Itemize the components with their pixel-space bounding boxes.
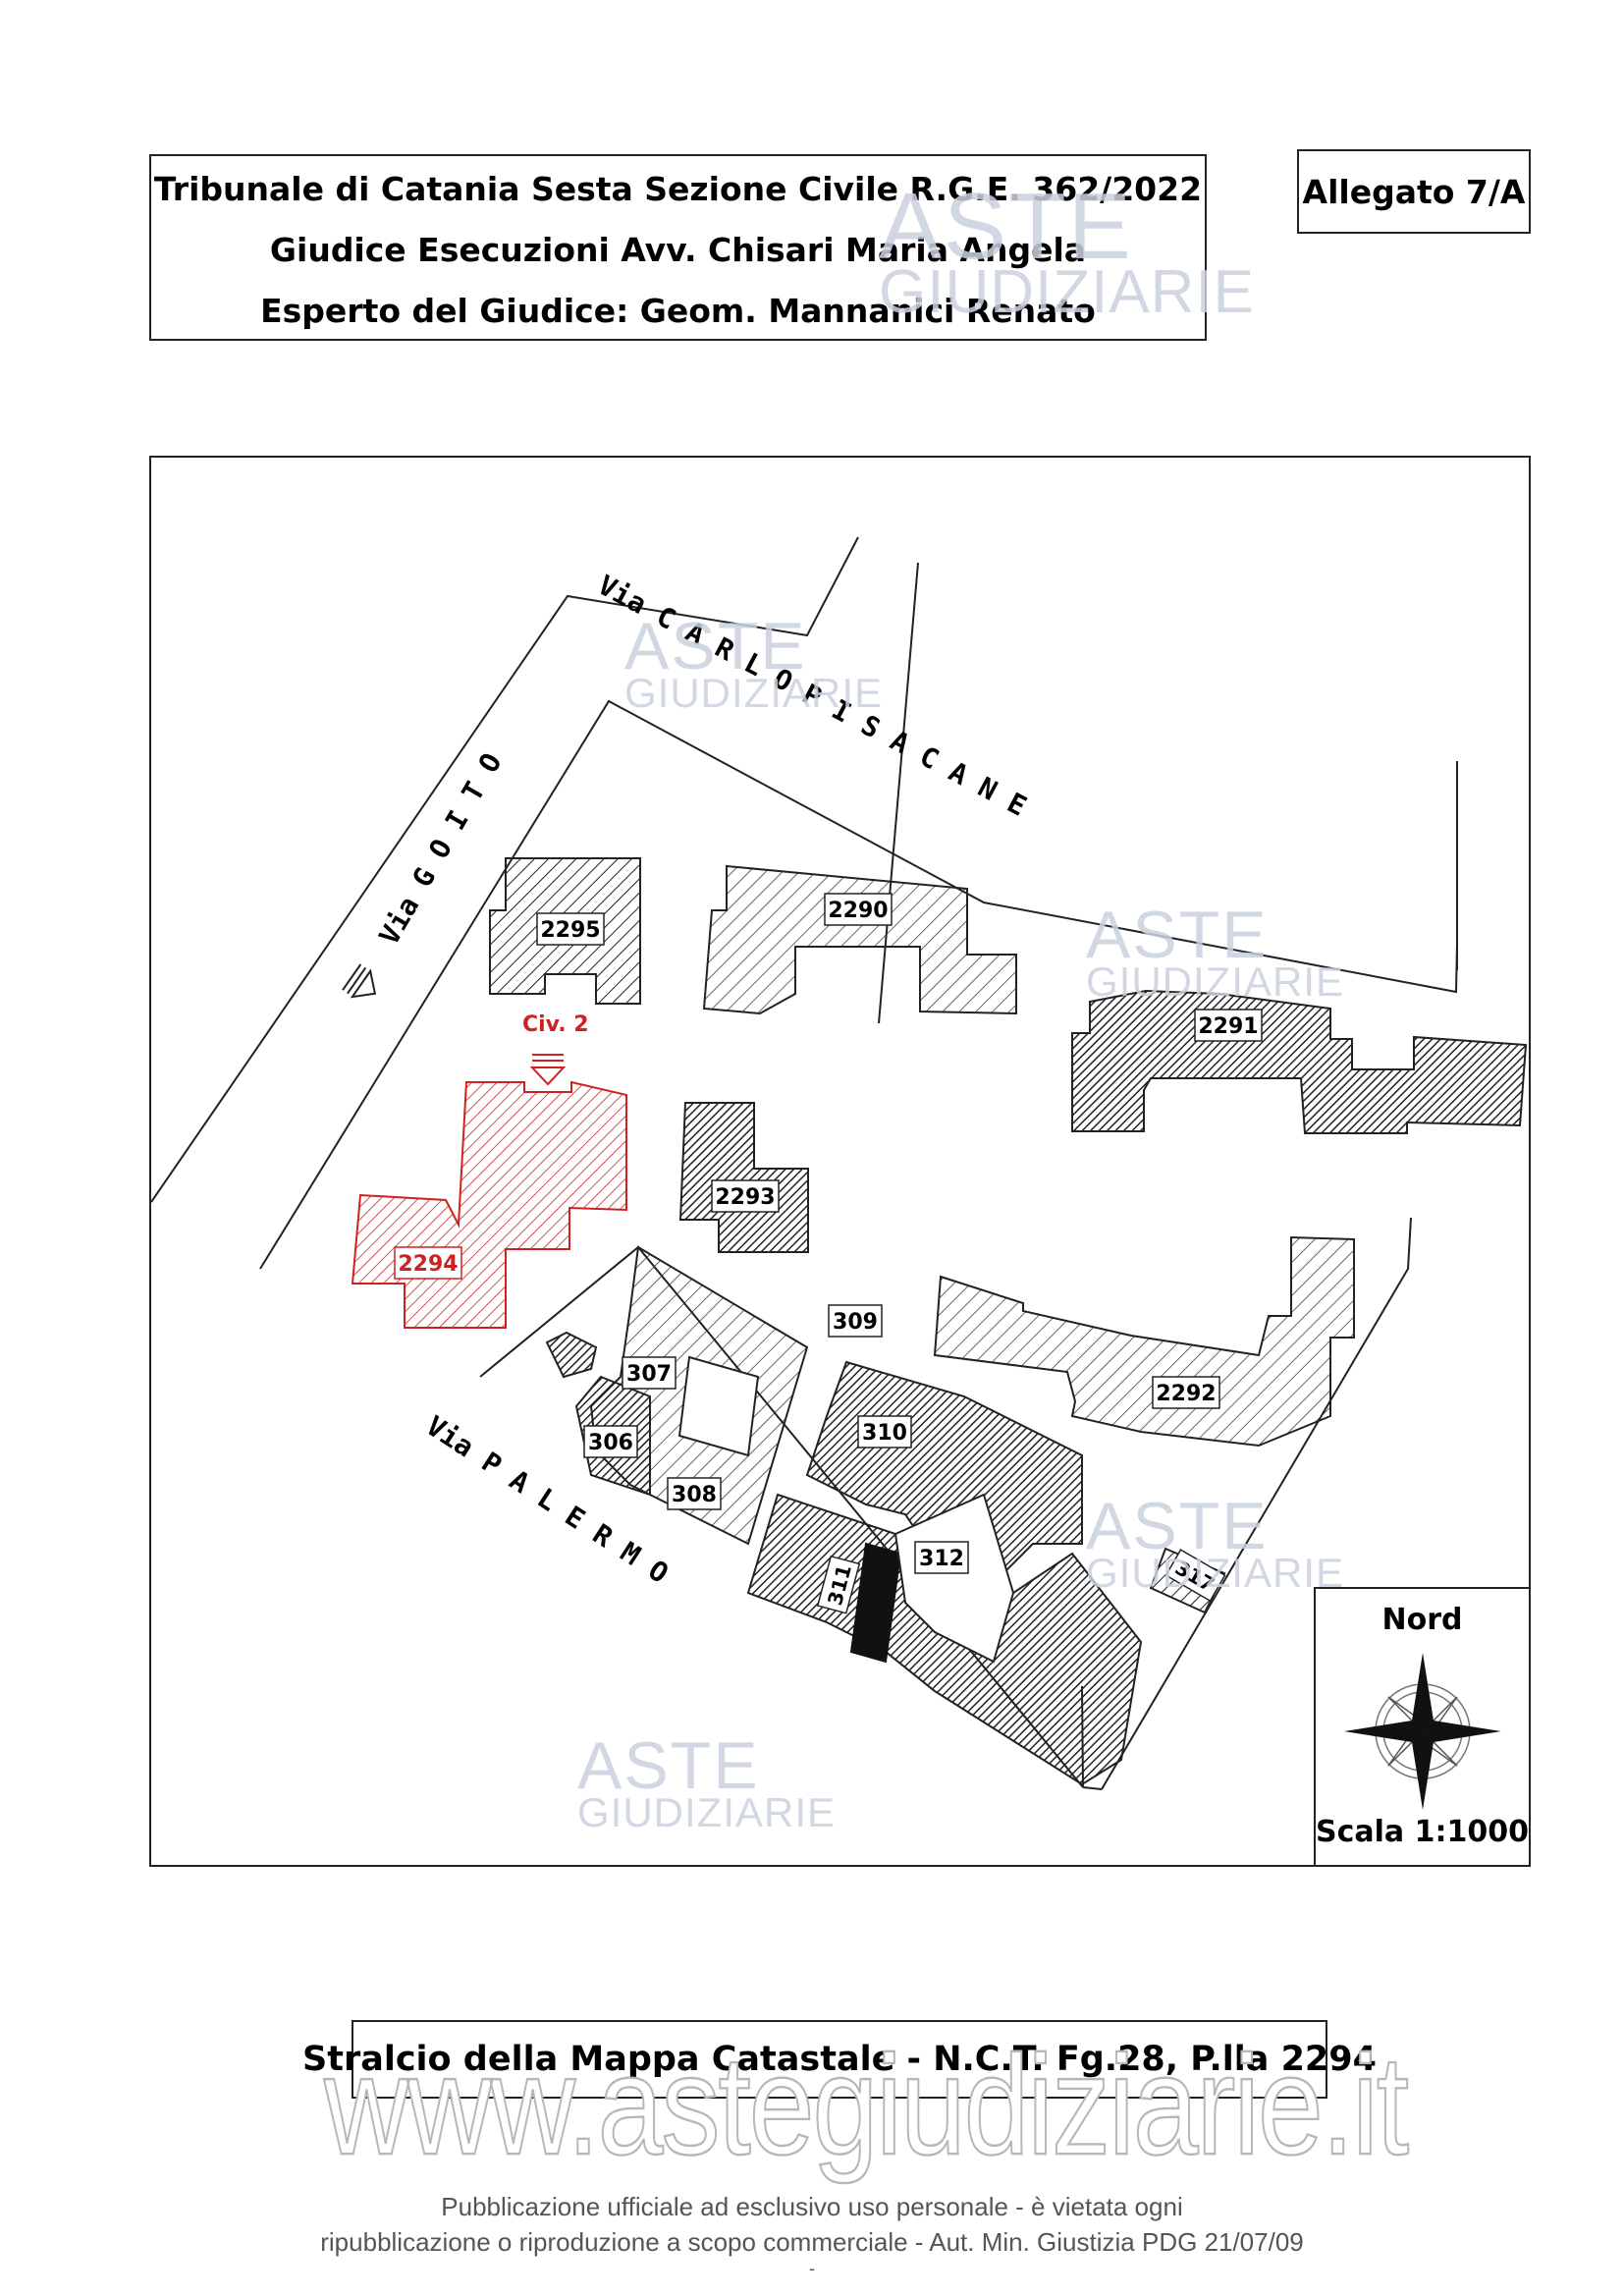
expert-name: Esperto del Giudice: Geom. Mannanici Ren…: [260, 292, 1096, 330]
cadastral-map: Via G O I T O Via C A R L O P I S A C A …: [149, 456, 1531, 1867]
website-watermark: www.astegiudiziarie.it: [323, 2025, 1410, 2185]
parcel-2292-shape: [933, 1235, 1355, 1448]
parcel-2292-label: 2292: [1156, 1382, 1216, 1406]
footer-line-2: ripubblicazione o riproduzione a scopo c…: [320, 2227, 1304, 2257]
parcel-2294-label: 2294: [398, 1252, 458, 1277]
parcel-2290-label: 2290: [828, 899, 888, 923]
allegato-label: Allegato 7/A: [1297, 149, 1531, 234]
north-scale-box: Nord Scala 1:1000: [1314, 1587, 1531, 1867]
north-label: Nord: [1381, 1603, 1463, 1637]
parcel-2295-label: 2295: [540, 918, 600, 943]
map-canvas: Via G O I T O Via C A R L O P I S A C A …: [151, 536, 1528, 1790]
scale-label: Scala 1:1000: [1316, 1815, 1529, 1849]
court-title: Tribunale di Catania Sesta Sezione Civil…: [153, 170, 1203, 208]
parcel-306-label: 306: [588, 1431, 633, 1455]
street-pisacane-label: Via C A R L O P I S A C A N E: [593, 569, 1032, 823]
rotated-parcel-labels: 311 317: [816, 1549, 1226, 1614]
parcel-311-black: [849, 1542, 902, 1664]
header-box: Tribunale di Catania Sesta Sezione Civil…: [149, 154, 1207, 341]
parcel-2291-shape: [1071, 989, 1528, 1134]
parcel-2291-label: 2291: [1198, 1014, 1258, 1039]
small-shed: [545, 1331, 598, 1379]
compass-rose-icon: [1344, 1653, 1501, 1810]
parcel-310-label: 310: [862, 1421, 907, 1446]
parcel-312-court: [893, 1493, 1015, 1664]
parcel-312-label: 312: [919, 1547, 964, 1571]
parcel-2293-shape: [678, 1102, 809, 1253]
footer-line-1: Pubblicazione ufficiale ad esclusivo uso…: [441, 2192, 1183, 2221]
parcel-308-label: 308: [672, 1483, 717, 1507]
parcel-307-court: [677, 1355, 760, 1457]
parcel-309-label: 309: [833, 1310, 878, 1335]
parcel-labels: 2295 2290 2291 2293 2294 2292 309 307 31…: [394, 893, 1263, 1574]
footer-line-3: -: [809, 2259, 815, 2278]
goito-entrance-icon: [342, 963, 377, 999]
parcel-307-label: 307: [626, 1362, 672, 1387]
civic-number-label: Civ. 2: [522, 1012, 589, 1037]
map-caption: Stralcio della Mappa Catastale - N.C.T. …: [302, 2020, 1377, 2099]
entrance-marker-icon: [529, 1054, 567, 1086]
parcel-2290-shape: [702, 864, 1017, 1015]
judge-name: Giudice Esecuzioni Avv. Chisari Maria An…: [269, 231, 1087, 269]
parcel-2293-label: 2293: [715, 1185, 775, 1210]
